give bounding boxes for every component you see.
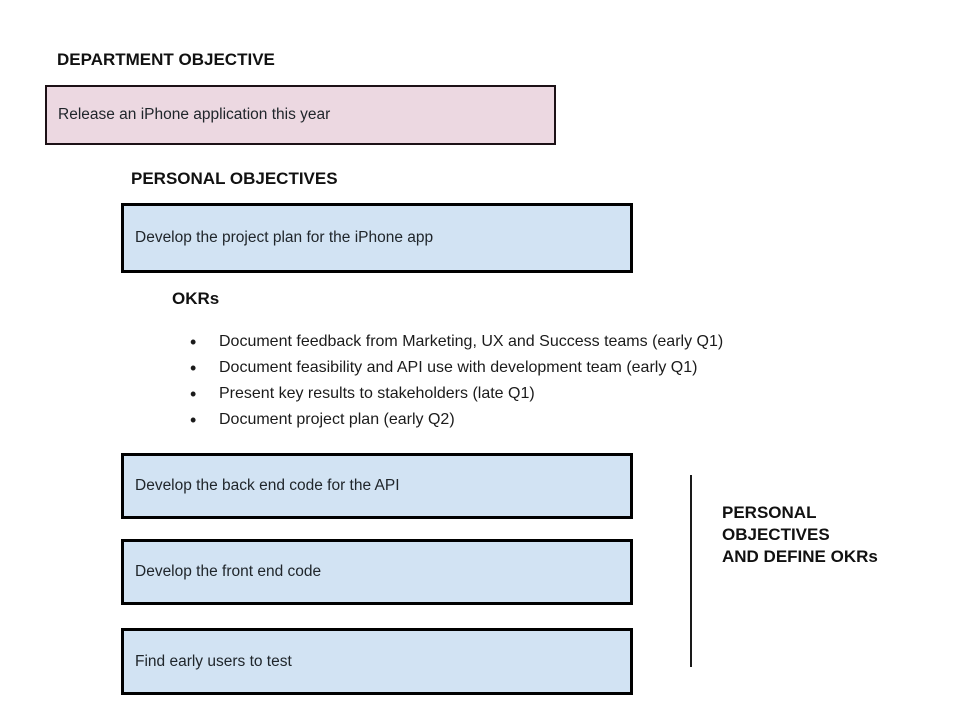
personal-objective-box-frontend: Develop the front end code <box>121 539 633 605</box>
personal-objective-box-label: Develop the front end code <box>135 563 322 580</box>
okr-item: Document feedback from Marketing, UX and… <box>188 329 848 355</box>
annotation-line: AND DEFINE OKRs <box>722 547 878 566</box>
okr-list: Document feedback from Marketing, UX and… <box>188 329 848 433</box>
okr-item: Document project plan (early Q2) <box>188 407 848 433</box>
personal-objective-box-label: Develop the project plan for the iPhone … <box>135 229 434 246</box>
department-objective-heading: DEPARTMENT OBJECTIVE <box>57 50 275 69</box>
okr-item: Present key results to stakeholders (lat… <box>188 381 848 407</box>
department-objective-box: Release an iPhone application this year <box>45 85 556 145</box>
annotation-line: OBJECTIVES <box>722 525 830 544</box>
personal-objective-box-project-plan: Develop the project plan for the iPhone … <box>121 203 633 273</box>
department-objective-box-label: Release an iPhone application this year <box>58 106 331 123</box>
bracket-line <box>690 475 692 667</box>
personal-objective-box-early-users: Find early users to test <box>121 628 633 695</box>
annotation-line: PERSONAL <box>722 503 817 522</box>
personal-objectives-heading: PERSONAL OBJECTIVES <box>131 169 338 188</box>
annotation-label: PERSONAL OBJECTIVES AND DEFINE OKRs <box>722 502 878 568</box>
personal-objective-box-backend: Develop the back end code for the API <box>121 453 633 519</box>
personal-objective-box-label: Find early users to test <box>135 652 292 670</box>
okr-item: Document feasibility and API use with de… <box>188 355 848 381</box>
personal-objective-box-label: Develop the back end code for the API <box>135 477 400 494</box>
okrs-heading: OKRs <box>172 289 220 308</box>
